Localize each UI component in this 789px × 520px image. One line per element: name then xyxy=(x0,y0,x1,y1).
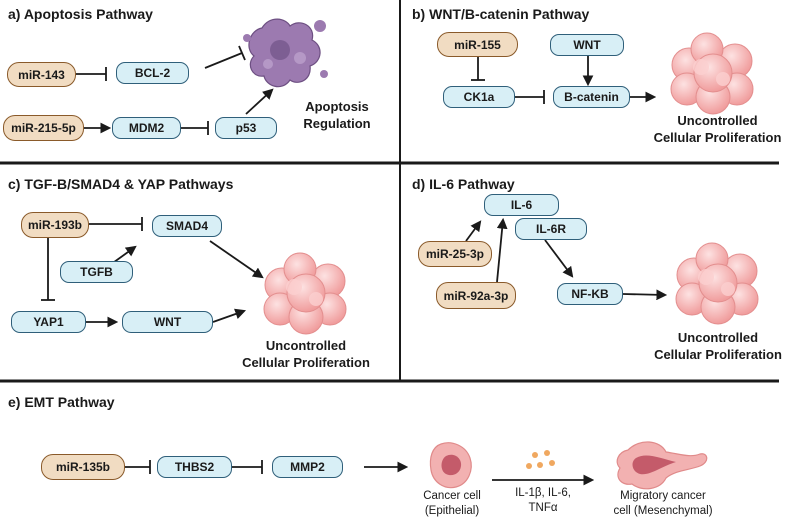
panel-e-connectors xyxy=(125,460,595,486)
p53-node: p53 xyxy=(215,117,277,139)
apoptosis-regulation-line-1: Apoptosis xyxy=(305,99,369,114)
tgfb-node: TGFB xyxy=(60,261,133,283)
panel-dividers xyxy=(0,0,779,383)
ck1a-node: CK1a xyxy=(443,86,515,108)
epithelial-cell-icon xyxy=(429,442,472,489)
mir-193b-node: miR-193b xyxy=(21,212,89,238)
panel-d-title: d) IL-6 Pathway xyxy=(412,176,515,192)
panel-e-title: e) EMT Pathway xyxy=(8,394,115,410)
proliferation-d-line-2: Cellular Proliferation xyxy=(654,347,782,362)
panel-c-connectors xyxy=(41,217,264,328)
mmp2-node: MMP2 xyxy=(272,456,343,478)
bcl-2-node: BCL-2 xyxy=(116,62,189,84)
wnt-node-b: WNT xyxy=(550,34,624,56)
mir-25-3p-node: miR-25-3p xyxy=(418,241,492,267)
panel-a-title: a) Apoptosis Pathway xyxy=(8,6,153,22)
apoptosis-regulation-line-2: Regulation xyxy=(303,116,371,131)
il-6r-node: IL-6R xyxy=(515,218,587,240)
apoptosis-regulation-label: Apoptosis Regulation xyxy=(292,98,382,132)
epithelial-caption-line-2: (Epithelial) xyxy=(424,505,480,517)
mesenchymal-caption-line-1: Migratory cancer xyxy=(620,490,706,502)
mir-215-5p-node: miR-215-5p xyxy=(3,115,84,141)
mir-143-node: miR-143 xyxy=(7,62,76,87)
panel-d-connectors xyxy=(465,217,668,301)
tumor-cluster-icon-c xyxy=(263,252,347,335)
nf-kb-node: NF-KB xyxy=(557,283,623,305)
mir-92a-3p-node: miR-92a-3p xyxy=(436,282,516,309)
wnt-node-c: WNT xyxy=(122,311,213,333)
cytokine-dots-icon xyxy=(526,450,555,469)
mesenchymal-cell-icon xyxy=(616,441,708,490)
proliferation-label-b: Uncontrolled Cellular Proliferation xyxy=(650,112,785,146)
panel-c-title: c) TGF-B/SMAD4 & YAP Pathways xyxy=(8,176,234,192)
proliferation-b-line-1: Uncontrolled xyxy=(677,113,758,128)
mesenchymal-cell-caption: Migratory cancer cell (Mesenchymal) xyxy=(603,489,723,519)
proliferation-c-line-1: Uncontrolled xyxy=(265,338,347,353)
epithelial-caption-line-1: Cancer cell xyxy=(423,490,481,502)
il-6-node: IL-6 xyxy=(484,194,559,216)
thbs2-node: THBS2 xyxy=(157,456,232,478)
mir-155-node: miR-155 xyxy=(437,32,518,57)
proliferation-d-line-1: Uncontrolled xyxy=(677,330,759,345)
cytokines-caption-line-2: TNFα xyxy=(528,502,558,514)
panel-b-title: b) WNT/B-catenin Pathway xyxy=(412,6,590,22)
proliferation-b-line-2: Cellular Proliferation xyxy=(653,130,782,145)
proliferation-c-line-2: Cellular Proliferation xyxy=(242,355,370,370)
yap1-node: YAP1 xyxy=(11,311,86,333)
apoptotic-cell-icon xyxy=(243,18,328,88)
panel-a-connectors xyxy=(76,45,274,135)
cytokines-caption-line-1: IL-1β, IL-6, xyxy=(515,487,571,499)
proliferation-label-d: Uncontrolled Cellular Proliferation xyxy=(648,329,788,363)
mesenchymal-caption-line-2: cell (Mesenchymal) xyxy=(613,505,713,517)
epithelial-cell-caption: Cancer cell (Epithelial) xyxy=(410,489,494,519)
b-catenin-node: B-catenin xyxy=(553,86,630,108)
mir-135b-node: miR-135b xyxy=(41,454,125,480)
cytokines-caption: IL-1β, IL-6, TNFα xyxy=(500,486,586,516)
proliferation-label-c: Uncontrolled Cellular Proliferation xyxy=(236,337,376,371)
mdm2-node: MDM2 xyxy=(112,117,181,139)
panel-b-connectors xyxy=(471,56,657,104)
tumor-cluster-icon-b xyxy=(670,32,754,115)
smad4-node: SMAD4 xyxy=(152,215,222,237)
tumor-cluster-icon-d xyxy=(675,242,759,325)
